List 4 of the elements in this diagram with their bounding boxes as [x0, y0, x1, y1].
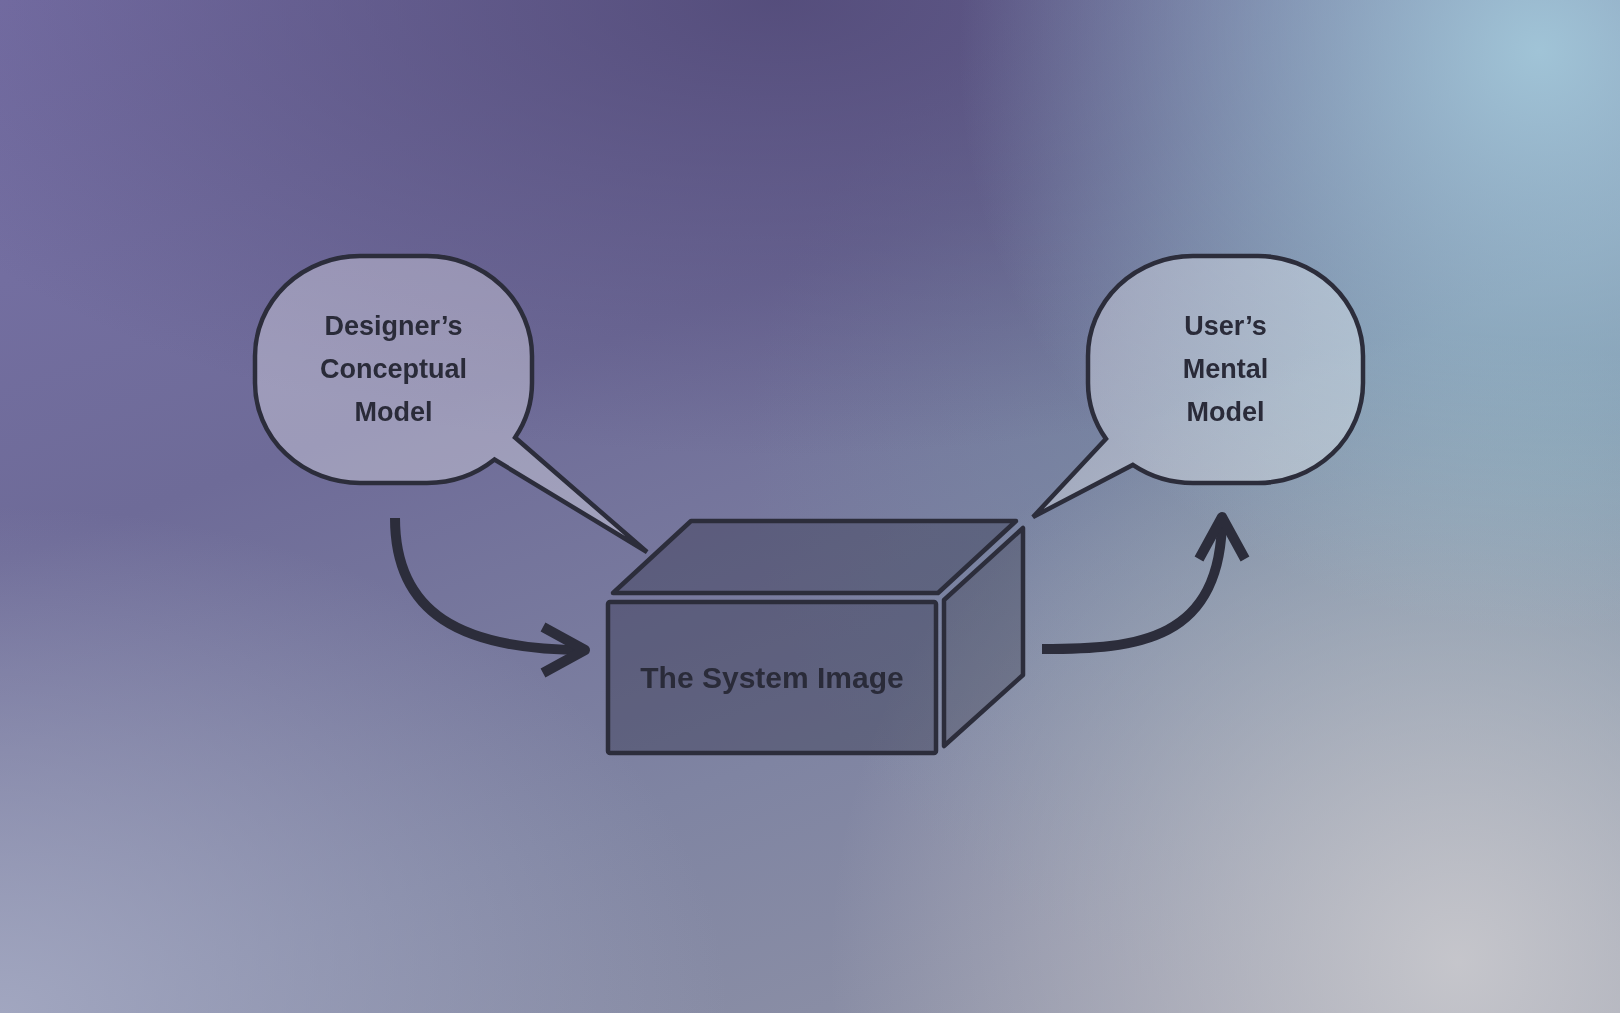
- speech-bubble-text: User’s Mental Model: [1181, 310, 1270, 429]
- curved-arrow: [1041, 512, 1248, 654]
- speech-bubble-text: Designer’s Conceptual Model: [319, 310, 468, 429]
- curved-arrow: [390, 517, 590, 677]
